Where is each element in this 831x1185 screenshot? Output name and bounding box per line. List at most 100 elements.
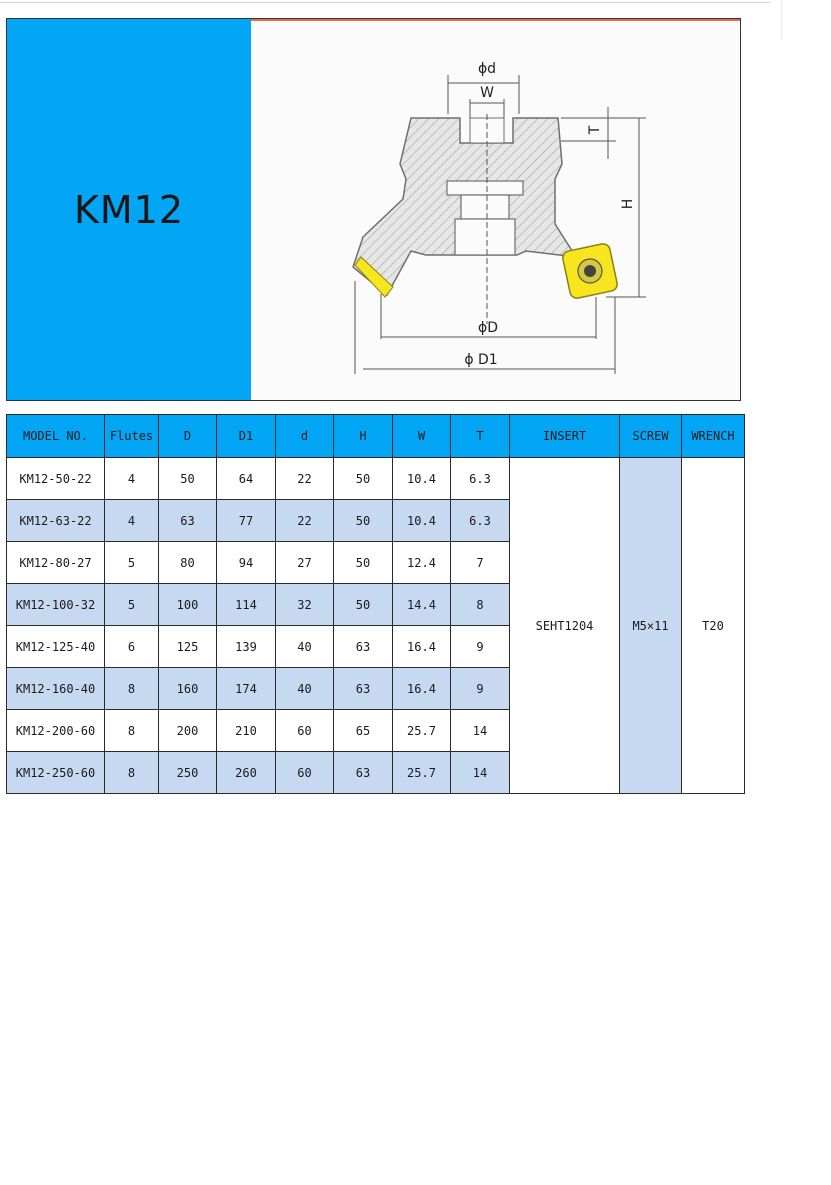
cell-w: 25.7: [392, 709, 451, 752]
header-h: H: [333, 414, 393, 458]
dimension-lines: [354, 75, 646, 374]
insert-left: [354, 256, 394, 298]
cell-d-small: 32: [275, 583, 334, 626]
cell-model: KM12-125-40: [6, 625, 105, 668]
top-divider: [0, 2, 770, 3]
dim-label-phi-D1: ϕ D1: [464, 352, 497, 368]
header-insert: INSERT: [509, 414, 620, 458]
spec-table: MODEL NO. Flutes D D1 d H W T INSERT SCR…: [6, 414, 745, 794]
cell-model: KM12-63-22: [6, 499, 105, 542]
table-header-row: MODEL NO. Flutes D D1 d H W T INSERT SCR…: [6, 414, 745, 458]
cell-model: KM12-50-22: [6, 457, 105, 500]
cell-d1: 174: [216, 667, 276, 710]
cell-d-small: 22: [275, 499, 334, 542]
table-row: KM12-63-22 4 63 77 22 50 10.4 6.3: [6, 499, 745, 542]
insert-right: [562, 243, 618, 299]
header-w: W: [392, 414, 451, 458]
cell-d1: 139: [216, 625, 276, 668]
cell-flutes: 8: [104, 709, 159, 752]
cell-h: 63: [333, 667, 393, 710]
banner-title-panel: KM12: [7, 19, 251, 400]
cell-wrench: T20: [681, 457, 745, 794]
cell-w: 10.4: [392, 457, 451, 500]
cell-flutes: 8: [104, 667, 159, 710]
cell-t: 8: [450, 583, 510, 626]
table-row: KM12-250-60 8 250 260 60 63 25.7 14: [6, 751, 745, 794]
cell-d-large: 125: [158, 625, 217, 668]
header-screw: SCREW: [619, 414, 682, 458]
cell-d1: 210: [216, 709, 276, 752]
cell-model: KM12-100-32: [6, 583, 105, 626]
cell-model: KM12-200-60: [6, 709, 105, 752]
cell-flutes: 5: [104, 583, 159, 626]
cell-d1: 114: [216, 583, 276, 626]
cell-d-large: 160: [158, 667, 217, 710]
cell-h: 63: [333, 751, 393, 794]
table-row: KM12-160-40 8 160 174 40 63 16.4 9: [6, 667, 745, 710]
table-row: KM12-50-22 4 50 64 22 50 10.4 6.3 SEHT12…: [6, 457, 745, 794]
header-wrench: WRENCH: [681, 414, 745, 458]
cell-w: 14.4: [392, 583, 451, 626]
cell-w: 12.4: [392, 541, 451, 584]
cell-d-small: 40: [275, 625, 334, 668]
cell-h: 50: [333, 457, 393, 500]
header-d1: D1: [216, 414, 276, 458]
cell-d-small: 60: [275, 751, 334, 794]
banner-drawing-panel: ϕd W T H ϕD ϕ D1: [251, 19, 740, 400]
cell-h: 50: [333, 499, 393, 542]
dim-label-t: T: [587, 125, 603, 135]
banner-accent-stripe: [251, 19, 740, 21]
dim-label-phi-d: ϕd: [478, 61, 496, 77]
cell-d1: 94: [216, 541, 276, 584]
cell-w: 16.4: [392, 667, 451, 710]
cell-d1: 64: [216, 457, 276, 500]
cell-d-small: 22: [275, 457, 334, 500]
cell-d1: 77: [216, 499, 276, 542]
cell-t: 9: [450, 667, 510, 710]
dim-label-w: W: [480, 85, 494, 101]
product-banner: KM12: [6, 18, 741, 401]
header-d-small: d: [275, 414, 334, 458]
cell-t: 6.3: [450, 499, 510, 542]
cell-d-large: 100: [158, 583, 217, 626]
header-d-large: D: [158, 414, 217, 458]
cell-t: 14: [450, 751, 510, 794]
cell-h: 50: [333, 583, 393, 626]
cell-h: 63: [333, 625, 393, 668]
table-row: KM12-80-27 5 80 94 27 50 12.4 7: [6, 541, 745, 584]
cell-t: 6.3: [450, 457, 510, 500]
table-row: KM12-125-40 6 125 139 40 63 16.4 9: [6, 625, 745, 668]
cell-flutes: 5: [104, 541, 159, 584]
dim-label-h: H: [620, 199, 636, 210]
banner-title: KM12: [73, 187, 185, 232]
cell-d-small: 60: [275, 709, 334, 752]
cell-t: 14: [450, 709, 510, 752]
cell-t: 7: [450, 541, 510, 584]
cell-model: KM12-80-27: [6, 541, 105, 584]
dim-label-phi-D: ϕD: [478, 320, 498, 336]
cell-flutes: 8: [104, 751, 159, 794]
cell-w: 10.4: [392, 499, 451, 542]
cell-d-small: 27: [275, 541, 334, 584]
cell-d-small: 40: [275, 667, 334, 710]
cell-flutes: 4: [104, 457, 159, 500]
cell-w: 16.4: [392, 625, 451, 668]
cell-h: 65: [333, 709, 393, 752]
header-flutes: Flutes: [104, 414, 159, 458]
cell-flutes: 4: [104, 499, 159, 542]
cell-insert: SEHT1204: [509, 457, 620, 794]
cell-model: KM12-250-60: [6, 751, 105, 794]
cell-d-large: 250: [158, 751, 217, 794]
cutter-body-section: [352, 117, 578, 297]
header-t: T: [450, 414, 510, 458]
table-row: KM12-100-32 5 100 114 32 50 14.4 8: [6, 583, 745, 626]
side-divider: [781, 0, 782, 40]
cell-h: 50: [333, 541, 393, 584]
cell-d-large: 63: [158, 499, 217, 542]
cell-flutes: 6: [104, 625, 159, 668]
cell-d1: 260: [216, 751, 276, 794]
cell-w: 25.7: [392, 751, 451, 794]
cell-d-large: 50: [158, 457, 217, 500]
cell-t: 9: [450, 625, 510, 668]
face-mill-diagram: ϕd W T H ϕD ϕ D1: [352, 61, 646, 374]
